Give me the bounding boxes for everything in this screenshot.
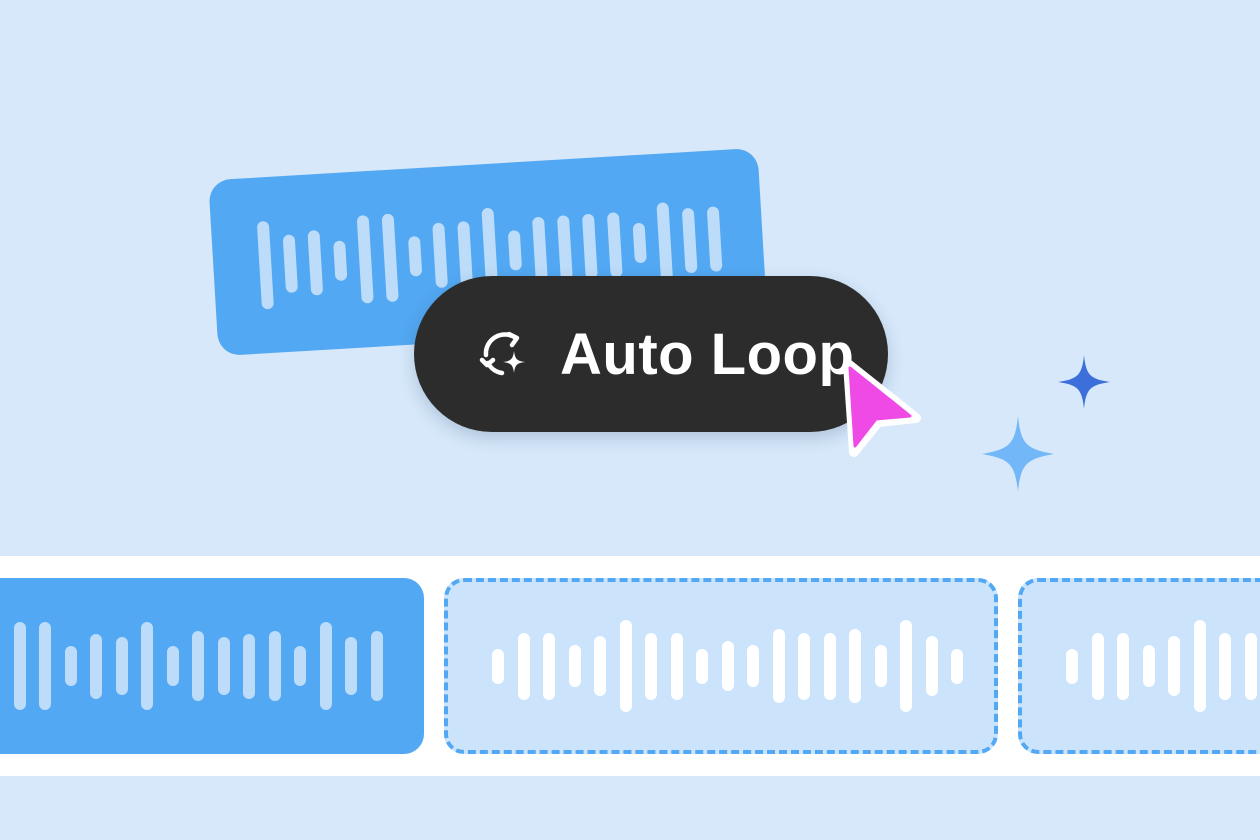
waveform-bar — [556, 214, 573, 281]
waveform-bar — [772, 629, 785, 703]
waveform-bar — [874, 645, 887, 687]
waveform-bar — [13, 622, 26, 710]
waveform-bar — [457, 220, 473, 287]
waveform-bar — [581, 213, 598, 279]
waveform-bar — [951, 648, 963, 684]
waveform-bar — [823, 632, 836, 700]
waveform-bar — [594, 636, 606, 696]
waveform-bar — [925, 636, 938, 696]
looped-clip-placeholder[interactable] — [444, 578, 998, 754]
waveform-bar — [517, 632, 530, 700]
waveform-bar — [294, 646, 306, 686]
waveform-bar — [432, 222, 449, 288]
waveform-bar — [356, 215, 374, 304]
waveform-bar — [632, 222, 647, 264]
sparkle-icon — [1058, 355, 1110, 409]
timeline-track — [0, 556, 1260, 776]
waveform-bar — [141, 622, 153, 710]
waveform-bar — [492, 648, 504, 684]
waveform-bar — [696, 648, 708, 684]
audio-clip[interactable] — [0, 578, 424, 754]
waveform-bar — [345, 637, 357, 695]
waveform-bar — [243, 633, 255, 699]
waveform-bar — [307, 229, 324, 296]
waveform-bar — [1193, 620, 1206, 712]
waveform-bar — [1117, 632, 1129, 700]
waveform-bar — [798, 632, 810, 700]
waveform-bar — [1066, 648, 1078, 684]
waveform-bar — [531, 216, 548, 282]
waveform-bar — [706, 205, 723, 272]
waveform-bar — [282, 234, 299, 294]
looped-clip-waveform — [1066, 620, 1257, 712]
waveform-bar — [268, 631, 281, 701]
waveform-bar — [407, 236, 423, 277]
waveform-bar — [333, 240, 348, 282]
waveform-bar — [670, 632, 683, 700]
waveform-bar — [1168, 636, 1180, 696]
waveform-bar — [645, 632, 657, 700]
waveform-bar — [39, 622, 51, 710]
loop-sparkle-icon — [479, 331, 525, 376]
waveform-bar — [1142, 645, 1155, 687]
waveform-bar — [381, 213, 399, 303]
looped-clip-waveform — [492, 620, 963, 712]
waveform-bar — [166, 646, 179, 686]
waveform-bar — [543, 632, 555, 700]
waveform-bar — [90, 633, 102, 699]
auto-loop-label: Auto Loop — [560, 321, 855, 387]
waveform-bar — [256, 220, 274, 310]
waveform-bar — [217, 637, 230, 695]
waveform-bar — [1244, 632, 1257, 700]
waveform-bar — [319, 622, 332, 710]
waveform-bar — [619, 620, 632, 712]
waveform-bar — [568, 645, 581, 687]
looped-clip-placeholder[interactable] — [1018, 578, 1260, 754]
waveform-bar — [721, 641, 734, 691]
waveform-bar — [64, 646, 77, 686]
waveform-bar — [900, 620, 912, 712]
pointer-cursor-icon — [843, 359, 921, 457]
audio-clip-waveform — [0, 622, 383, 710]
waveform-bar — [1219, 632, 1231, 700]
sparkle-icon — [982, 416, 1054, 492]
waveform-bar — [681, 207, 698, 273]
waveform-bar — [849, 629, 861, 703]
waveform-bar — [115, 637, 128, 695]
auto-loop-button[interactable]: Auto Loop — [414, 276, 888, 432]
waveform-bar — [192, 631, 204, 701]
waveform-bar — [606, 211, 623, 278]
waveform-bar — [1091, 632, 1104, 700]
waveform-bar — [656, 201, 674, 282]
waveform-bar — [747, 645, 759, 687]
waveform-bar — [370, 631, 383, 701]
waveform-bar — [507, 230, 523, 271]
